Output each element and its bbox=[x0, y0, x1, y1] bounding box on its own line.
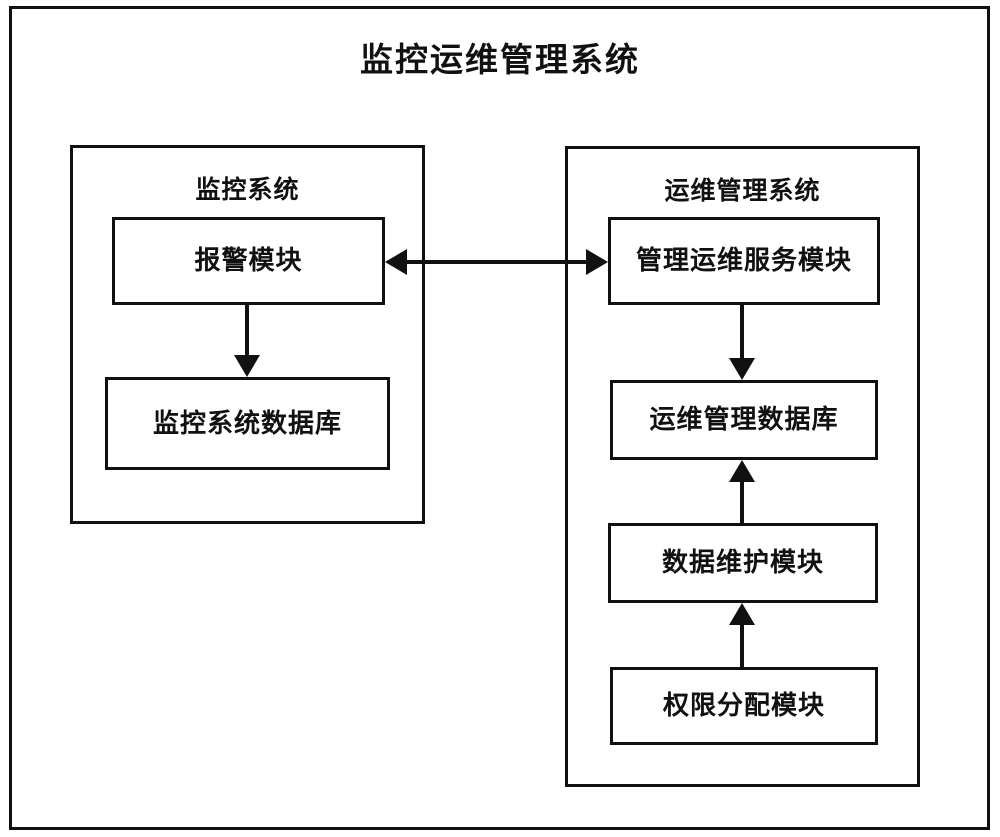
connector-permission-to-maintenance-line bbox=[740, 625, 744, 667]
module-alarm[interactable]: 报警模块 bbox=[112, 217, 385, 305]
figure-outer-frame bbox=[9, 6, 990, 830]
module-permission-allocation[interactable]: 权限分配模块 bbox=[610, 667, 878, 745]
arrow-alarm-to-monitoring-database-head bbox=[234, 355, 260, 377]
figure-title: 监控运维管理系统 bbox=[360, 40, 640, 79]
module-permission-allocation-label: 权限分配模块 bbox=[662, 691, 825, 721]
module-monitoring-database-label: 监控系统数据库 bbox=[152, 408, 342, 439]
module-monitoring-database[interactable]: 监控系统数据库 bbox=[105, 377, 390, 470]
arrow-service-to-alarm-head bbox=[385, 249, 407, 275]
arrow-maintenance-to-ops-database-head bbox=[729, 460, 755, 482]
connector-maintenance-to-ops-database-line bbox=[740, 482, 744, 523]
connector-alarm-service-line bbox=[405, 260, 587, 264]
module-ops-database[interactable]: 运维管理数据库 bbox=[610, 380, 878, 460]
monitoring-subsystem-title: 监控系统 bbox=[195, 175, 300, 204]
module-data-maintenance[interactable]: 数据维护模块 bbox=[608, 523, 878, 603]
module-ops-service[interactable]: 管理运维服务模块 bbox=[608, 217, 880, 305]
module-alarm-label: 报警模块 bbox=[194, 246, 303, 276]
module-data-maintenance-label: 数据维护模块 bbox=[661, 548, 824, 578]
monitoring-subsystem-container bbox=[70, 145, 425, 524]
operations-subsystem-title: 运维管理系统 bbox=[664, 176, 821, 205]
module-ops-database-label: 运维管理数据库 bbox=[649, 405, 839, 435]
connector-service-to-ops-database-line bbox=[740, 305, 744, 360]
module-ops-service-label: 管理运维服务模块 bbox=[635, 246, 852, 276]
connector-alarm-to-monitoring-database-line bbox=[245, 305, 249, 357]
arrow-permission-to-maintenance-head bbox=[729, 603, 755, 625]
operations-subsystem-container bbox=[565, 146, 920, 787]
arrow-alarm-to-service-head bbox=[586, 249, 608, 275]
arrow-service-to-ops-database-head bbox=[729, 358, 755, 380]
